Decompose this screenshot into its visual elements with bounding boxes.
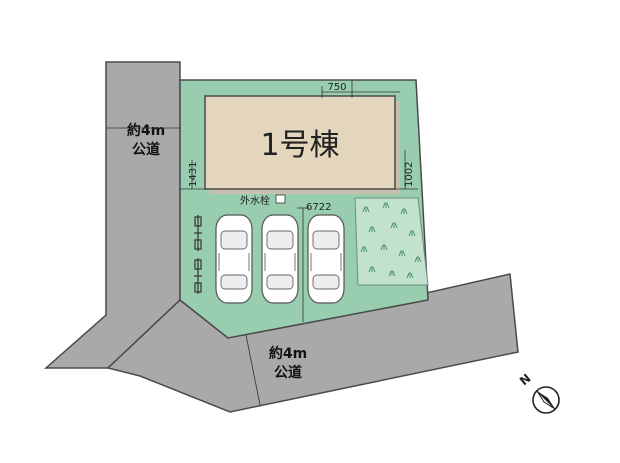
bicycle-2 (194, 258, 202, 294)
house-footprint (204, 95, 396, 190)
car-2 (261, 214, 299, 304)
dim-left-label: 1431 (188, 162, 199, 187)
water-faucet-label: 外水栓 (240, 194, 270, 207)
south-road-type: 公道 (274, 364, 302, 381)
dim-top-label: 750 (327, 82, 346, 93)
parking-cars (215, 214, 345, 304)
compass-label: N (517, 371, 534, 388)
dim-right: 1002 (395, 150, 418, 190)
grass-tuft (368, 226, 376, 233)
grass-tuft (368, 266, 376, 273)
north-arrow-icon: N (517, 371, 560, 414)
grass-tuft (406, 272, 414, 279)
grass-tuft (380, 244, 388, 251)
garden-grass (360, 202, 422, 279)
south-road-width: 約4m (269, 345, 307, 362)
south-road-dim (245, 334, 261, 406)
bicycle-parking (194, 215, 202, 294)
grass-tuft (382, 202, 390, 209)
west-road-width: 約4m (127, 122, 165, 139)
grass-tuft (398, 250, 406, 257)
dim-parking: 6722 (297, 202, 331, 322)
grass-tuft (362, 206, 370, 213)
car-3 (307, 214, 345, 304)
dim-parking-label: 6722 (306, 202, 331, 213)
garden-area (354, 197, 429, 286)
car-1 (215, 214, 253, 304)
grass-tuft (400, 208, 408, 215)
water-faucet: 外水栓 (240, 194, 286, 207)
house-name: 1号棟 (260, 128, 339, 163)
faucet-icon (275, 194, 286, 204)
grass-tuft (360, 246, 368, 253)
dim-top: 750 (321, 80, 400, 98)
grass-tuft (388, 270, 396, 277)
grass-tuft (408, 230, 416, 237)
grass-tuft (390, 222, 398, 229)
bicycle-1 (194, 215, 202, 251)
dim-left: 1431 (180, 160, 205, 190)
dim-right-label: 1002 (404, 162, 415, 187)
west-road-type: 公道 (132, 141, 160, 158)
grass-tuft (414, 256, 422, 263)
